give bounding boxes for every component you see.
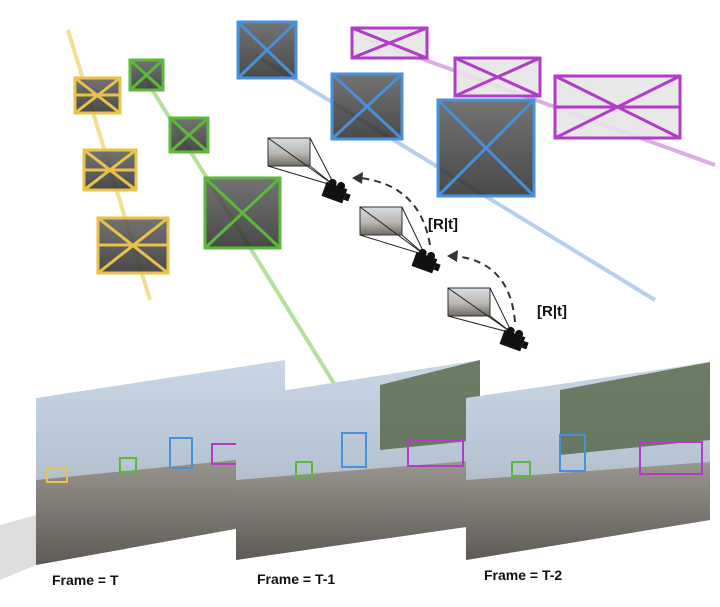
purple-track-boxes (350, 26, 682, 140)
green-track-boxes (128, 58, 282, 250)
pose-arc-2 (454, 255, 516, 323)
camera-pose-3 (447, 287, 529, 352)
frame-t-minus-1 (236, 360, 480, 560)
arrow-head-icon (447, 250, 458, 262)
yellow-box-3 (96, 216, 170, 275)
yellow-track-boxes (73, 76, 170, 275)
camera-icon (499, 326, 529, 352)
green-box-1 (128, 58, 165, 92)
frame-t-minus-2-road (466, 462, 710, 560)
pose-arc-1 (359, 177, 431, 246)
yellow-box-2 (82, 148, 138, 192)
yellow-box-1 (73, 76, 122, 115)
frame-t-shadow (0, 515, 36, 580)
blue-box-2 (330, 72, 404, 141)
purple-box-2 (453, 56, 542, 98)
frame-t-minus-2-trees (560, 362, 710, 455)
purple-box-1 (350, 26, 429, 60)
blue-box-3 (436, 98, 536, 198)
camera-pose-1 (267, 137, 351, 204)
camera-pose-2 (359, 206, 441, 274)
frame-label-t-minus-1: Frame = T-1 (257, 571, 336, 587)
pose-label-2: [R|t] (537, 303, 568, 320)
camera-poses (267, 137, 529, 352)
frame-t-minus-2 (466, 362, 710, 560)
frame-t-minus-1-road (236, 460, 480, 560)
green-box-3 (203, 176, 282, 250)
purple-box-3 (553, 74, 682, 140)
camera-icon (321, 178, 351, 204)
purple-trajectory (369, 38, 716, 167)
pose-label-1: [R|t] (428, 216, 459, 233)
frame-label-t-minus-2: Frame = T-2 (484, 567, 563, 583)
arrow-head-icon (352, 172, 363, 184)
blue-track-boxes (236, 20, 536, 198)
frame-t (0, 360, 285, 580)
frame-t-road (36, 455, 285, 565)
blue-box-1 (236, 20, 298, 80)
frame-t-minus-1-trees (380, 360, 480, 450)
green-box-2 (168, 116, 210, 154)
frame-label-t: Frame = T (52, 572, 119, 588)
camera-icon (411, 248, 441, 274)
